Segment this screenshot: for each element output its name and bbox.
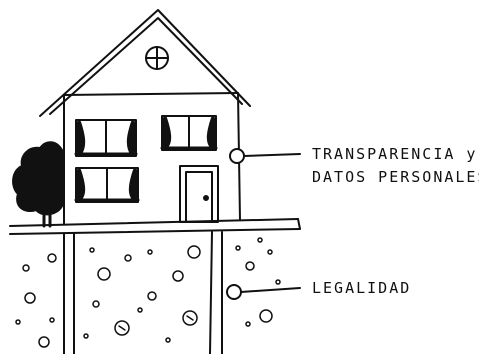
transparency-label-line2: DATOS PERSONALES [312, 168, 479, 186]
window-upper-right [162, 116, 216, 150]
window-upper-left [76, 120, 136, 156]
roof [40, 10, 250, 116]
window-lower-left [76, 168, 138, 202]
house-icon [40, 10, 250, 224]
house-wall [64, 93, 240, 224]
tree-icon [13, 142, 62, 226]
ground-line-lower [10, 229, 300, 234]
front-door [180, 166, 218, 222]
transparency-callout [230, 149, 300, 163]
transparency-label-line1: TRANSPARENCIA y [312, 145, 477, 163]
ground-line [10, 219, 298, 226]
legality-label: LEGALIDAD [312, 279, 411, 297]
round-cross-window-icon [146, 47, 168, 69]
legality-callout [227, 285, 300, 299]
